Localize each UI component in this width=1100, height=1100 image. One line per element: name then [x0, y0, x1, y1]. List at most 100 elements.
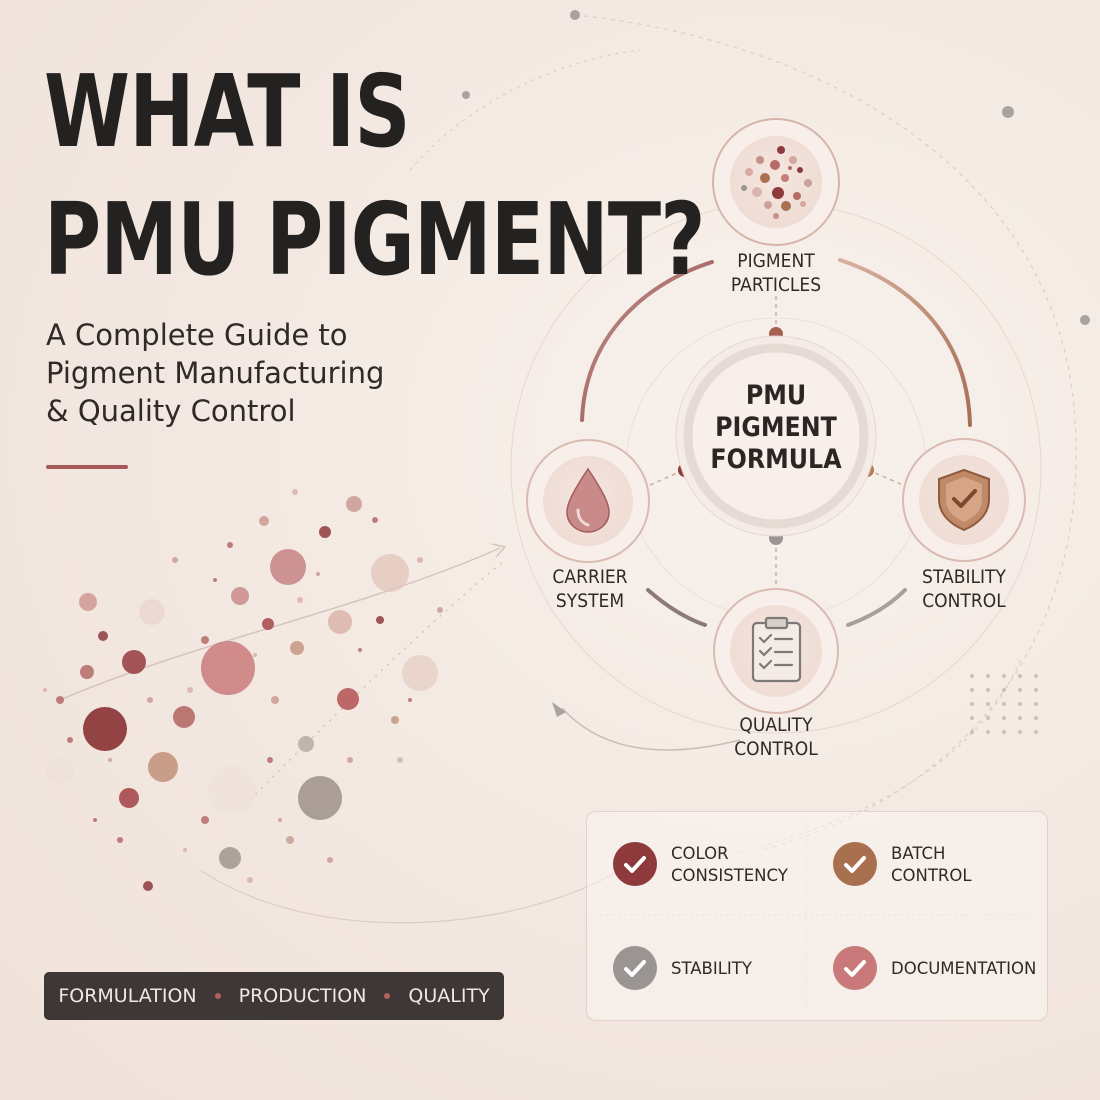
checklist-label: BATCH CONTROL: [891, 843, 972, 887]
particle: [417, 557, 423, 563]
particle: [187, 687, 193, 693]
particle: [346, 496, 362, 512]
grid-dot: [1002, 730, 1006, 734]
particle: [247, 877, 253, 883]
grid-dot: [1018, 716, 1022, 720]
subtitle-line-2: Pigment Manufacturing: [46, 356, 385, 390]
node-label-line-2: SYSTEM: [555, 590, 625, 612]
particle: [108, 758, 112, 762]
node-label-line-2: CONTROL: [922, 590, 1006, 612]
grid-dot: [1034, 688, 1038, 692]
particle: [119, 788, 139, 808]
node-label-line-1: QUALITY: [739, 714, 813, 736]
particle: [298, 736, 314, 752]
particle: [372, 517, 378, 523]
accent-divider: [46, 465, 128, 469]
center-line-3: FORMULA: [710, 444, 842, 475]
node-label-stability-control: STABILITY CONTROL: [892, 565, 1036, 613]
page-title: WHAT IS PMU PIGMENT?: [44, 53, 706, 290]
particle: [437, 607, 443, 613]
grid-dot: [970, 730, 974, 734]
particle: [173, 706, 195, 728]
droplet-icon: [566, 467, 610, 533]
grid-dot: [1034, 730, 1038, 734]
particle: [148, 752, 178, 782]
subtitle-line-3: & Quality Control: [46, 394, 296, 428]
particle: [371, 554, 409, 592]
particle: [93, 818, 97, 822]
center-line-1: PMU: [745, 380, 807, 411]
particle: [376, 616, 384, 624]
particle: [183, 848, 187, 852]
particle: [219, 847, 241, 869]
checklist-item-batch-control: BATCH CONTROL: [807, 812, 1037, 916]
checklist-label-line-2: CONSISTENCY: [671, 866, 788, 885]
particle: [298, 776, 342, 820]
quality-checklist-panel: COLOR CONSISTENCY BATCH CONTROL STABILIT…: [586, 811, 1048, 1021]
particle: [147, 697, 153, 703]
dot-grid: [970, 674, 1038, 734]
node-label-carrier-system: CARRIER SYSTEM: [518, 565, 662, 613]
checklist-label-line-2: CONTROL: [891, 866, 972, 885]
clipboard-checklist-icon: [751, 616, 802, 683]
node-label-quality-control: QUALITY CONTROL: [704, 713, 848, 761]
particle: [286, 836, 294, 844]
particle: [213, 578, 217, 582]
particle: [56, 696, 64, 704]
grid-dot: [970, 674, 974, 678]
node-label-line-1: PIGMENT: [737, 250, 815, 272]
checklist-item-documentation: DOCUMENTATION: [807, 916, 1037, 1020]
particle: [83, 707, 127, 751]
particle: [43, 688, 47, 692]
center-line-2: PIGMENT: [715, 412, 837, 443]
grid-dot: [1018, 730, 1022, 734]
checklist-item-stability: STABILITY: [587, 916, 817, 1020]
checklist-label-line-1: BATCH: [891, 844, 946, 863]
particle: [259, 516, 269, 526]
grid-dot: [970, 688, 974, 692]
checklist-label-line-1: STABILITY: [671, 959, 752, 978]
grid-dot: [1002, 688, 1006, 692]
center-formula-circle: [675, 335, 877, 537]
particle: [397, 757, 403, 763]
checklist-label: COLOR CONSISTENCY: [671, 843, 788, 887]
particle: [271, 696, 279, 704]
particle: [253, 653, 257, 657]
particle: [201, 636, 209, 644]
grid-dot: [986, 702, 990, 706]
particle: [391, 716, 399, 724]
particle: [328, 610, 352, 634]
particle: [143, 881, 153, 891]
title-line-1: WHAT IS: [44, 53, 411, 170]
particle: [208, 766, 256, 814]
particle: [347, 757, 353, 763]
particle: [67, 737, 73, 743]
check-icon: [613, 842, 657, 886]
particle: [201, 816, 209, 824]
particle: [122, 650, 146, 674]
particle: [227, 542, 233, 548]
particle: [278, 818, 282, 822]
center-formula-label: PMU PIGMENT FORMULA: [688, 380, 864, 476]
particle: [46, 756, 74, 784]
particle: [297, 597, 303, 603]
particle: [139, 599, 165, 625]
particle: [98, 631, 108, 641]
tag-separator-dot: [384, 993, 391, 999]
swoosh-arrow: [59, 543, 741, 801]
grid-dot: [986, 674, 990, 678]
particle: [231, 587, 249, 605]
pigment-particle-cloud: [43, 489, 443, 891]
grid-dot: [986, 716, 990, 720]
particle: [319, 526, 331, 538]
grid-dot: [1034, 702, 1038, 706]
grid-dot: [1018, 688, 1022, 692]
grid-dot: [970, 702, 974, 706]
check-icon: [833, 842, 877, 886]
checklist-label: STABILITY: [671, 958, 752, 980]
dashed-connectors: [649, 296, 904, 588]
shield-check-icon: [938, 468, 990, 532]
tag-production: PRODUCTION: [238, 985, 367, 1007]
particle: [267, 757, 273, 763]
grid-dot: [1002, 702, 1006, 706]
